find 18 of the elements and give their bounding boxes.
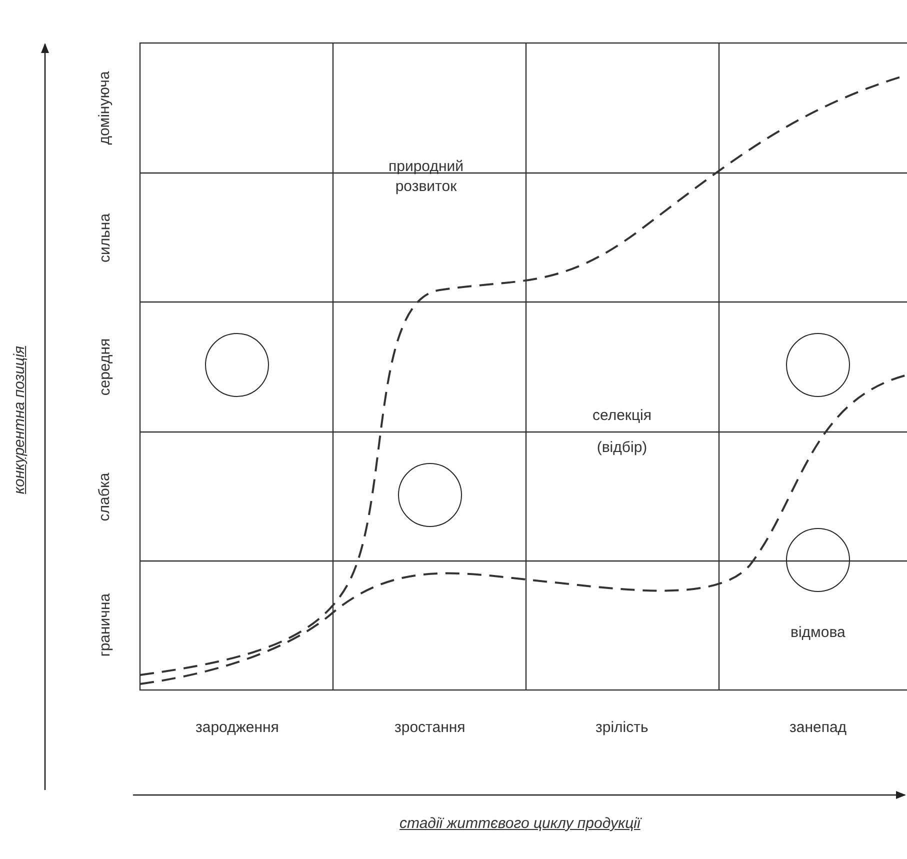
row-label: домінуюча <box>94 71 114 145</box>
row-label: слабка <box>95 472 114 522</box>
zone-label: відмова <box>790 623 846 643</box>
column-label: зародження <box>196 718 279 738</box>
row-label: середня <box>95 338 114 396</box>
circle-marker <box>398 463 462 527</box>
row-label: сильна <box>95 213 114 263</box>
column-label: занепад <box>790 718 847 738</box>
axis-title: конкурентна позиція <box>10 346 30 494</box>
zone-label: селекція (відбір) <box>591 406 653 458</box>
row-label: гранична <box>95 593 114 657</box>
circle-marker <box>786 528 850 592</box>
zone-label: природний розвиток <box>388 157 464 197</box>
axis-title: стадії життєвого циклу продукції <box>400 814 640 834</box>
column-label: зрілість <box>596 718 648 738</box>
circle-marker <box>786 333 850 397</box>
circle-marker <box>205 333 269 397</box>
column-label: зростання <box>394 718 466 738</box>
